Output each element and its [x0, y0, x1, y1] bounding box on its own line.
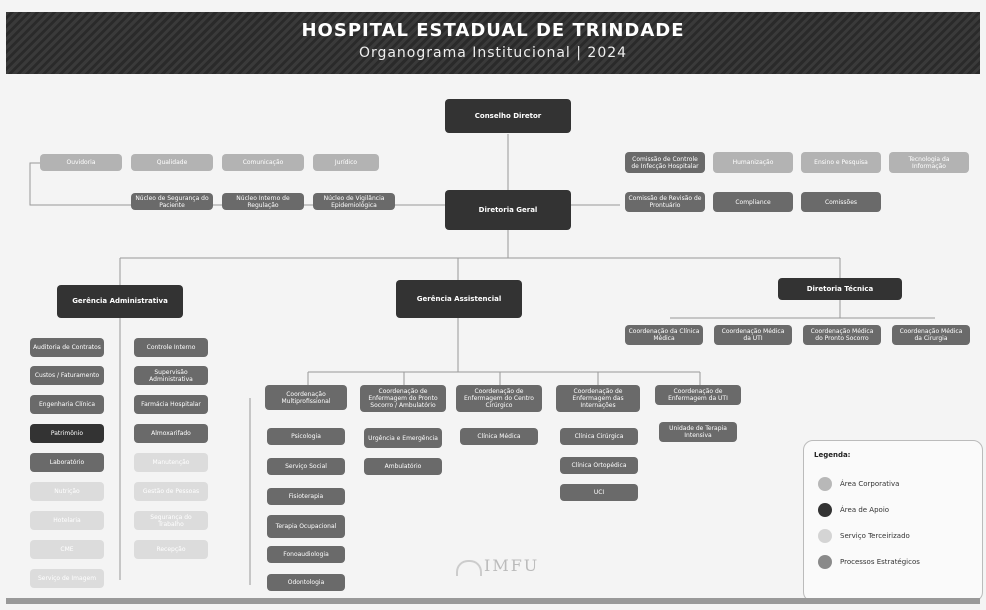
node-assist-0-5[interactable]: Fonoaudiologia [267, 546, 345, 563]
node-diretoria-tecnica[interactable]: Diretoria Técnica [778, 278, 902, 300]
logo-text: IMFU [484, 556, 540, 575]
node-assist-1-1[interactable]: Urgência e Emergência [364, 428, 442, 448]
node-revisao-prontuario[interactable]: Comissão de Revisão de Prontuário [625, 192, 705, 212]
node-qualidade[interactable]: Qualidade [131, 154, 213, 171]
node-adm-col1-3[interactable]: Patrimônio [30, 424, 104, 443]
node-assist-4-1[interactable]: Unidade de Terapia Intensiva [659, 422, 737, 442]
legend-swatch-icon [818, 477, 832, 491]
node-adm-col1-2[interactable]: Engenharia Clínica [30, 395, 104, 414]
bottom-bar [6, 598, 980, 604]
node-adm-col1-8[interactable]: Serviço de Imagem [30, 569, 104, 588]
node-adm-col2-7[interactable]: Recepção [134, 540, 208, 559]
node-assist-0-4[interactable]: Terapia Ocupacional [267, 515, 345, 538]
legend-title: Legenda: [814, 451, 851, 459]
node-assist-2-0[interactable]: Coordenação de Enfermagem do Centro Cirú… [456, 385, 542, 412]
legend-label: Serviço Terceirizado [840, 532, 910, 540]
page-title: HOSPITAL ESTADUAL DE TRINDADE [301, 20, 685, 41]
logo-icon [456, 560, 482, 576]
node-gerencia-administrativa[interactable]: Gerência Administrativa [57, 285, 183, 318]
legend-label: Área Corporativa [840, 480, 900, 488]
node-adm-col2-4[interactable]: Manutenção [134, 453, 208, 472]
node-assist-0-6[interactable]: Odontologia [267, 574, 345, 591]
node-assist-3-1[interactable]: Clínica Cirúrgica [560, 428, 638, 445]
node-nucleo-regulacao[interactable]: Núcleo Interno de Regulação [222, 193, 304, 210]
node-adm-col2-3[interactable]: Almoxarifado [134, 424, 208, 443]
node-assist-0-1[interactable]: Psicologia [267, 428, 345, 445]
node-adm-col2-0[interactable]: Controle Interno [134, 338, 208, 357]
node-nucleo-vigilancia[interactable]: Núcleo de Vigilância Epidemiológica [313, 193, 395, 210]
node-diretoria-geral[interactable]: Diretoria Geral [445, 190, 571, 230]
node-assist-3-3[interactable]: UCI [560, 484, 638, 501]
legend-swatch-icon [818, 555, 832, 569]
node-adm-col1-6[interactable]: Hotelaria [30, 511, 104, 530]
legend-item: Área Corporativa [818, 477, 899, 491]
node-assist-4-0[interactable]: Coordenação de Enfermagem da UTI [655, 385, 741, 405]
node-ouvidoria[interactable]: Ouvidoria [40, 154, 122, 171]
node-nucleo-seguranca[interactable]: Núcleo de Segurança do Paciente [131, 193, 213, 210]
node-tec-3[interactable]: Coordenação Médica da Cirurgia [892, 325, 970, 345]
legend-label: Área de Apoio [840, 506, 890, 514]
node-tec-2[interactable]: Coordenação Médica do Pronto Socorro [803, 325, 881, 345]
node-adm-col2-5[interactable]: Gestão de Pessoas [134, 482, 208, 501]
node-assist-0-2[interactable]: Serviço Social [267, 458, 345, 475]
node-juridico[interactable]: Jurídico [313, 154, 379, 171]
node-tec-1[interactable]: Coordenação Médica da UTI [714, 325, 792, 345]
node-conselho[interactable]: Conselho Diretor [445, 99, 571, 133]
node-adm-col2-6[interactable]: Segurança do Trabalho [134, 511, 208, 530]
node-ensino-pesquisa[interactable]: Ensino e Pesquisa [801, 152, 881, 173]
node-adm-col1-0[interactable]: Auditoria de Contratos [30, 338, 104, 357]
node-ccih[interactable]: Comissão de Controle de Infecção Hospita… [625, 152, 705, 173]
legend-swatch-icon [818, 529, 832, 543]
node-adm-col1-1[interactable]: Custos / Faturamento [30, 366, 104, 385]
node-humanizacao[interactable]: Humanização [713, 152, 793, 173]
node-tec-0[interactable]: Coordenação da Clínica Médica [625, 325, 703, 345]
legend-item: Área de Apoio [818, 503, 889, 517]
legend-item: Serviço Terceirizado [818, 529, 910, 543]
node-gerencia-assistencial[interactable]: Gerência Assistencial [396, 280, 522, 318]
node-assist-0-3[interactable]: Fisioterapia [267, 488, 345, 505]
node-ti[interactable]: Tecnologia da Informação [889, 152, 969, 173]
node-comunicacao[interactable]: Comunicação [222, 154, 304, 171]
node-assist-1-0[interactable]: Coordenação de Enfermagem do Pronto Soco… [360, 385, 446, 412]
node-compliance[interactable]: Compliance [713, 192, 793, 212]
legend: Legenda: Área Corporativa Área de Apoio … [803, 440, 983, 602]
node-assist-0-0[interactable]: Coordenação Multiprofissional [265, 385, 347, 410]
node-assist-2-1[interactable]: Clínica Médica [460, 428, 538, 445]
node-comissoes[interactable]: Comissões [801, 192, 881, 212]
node-adm-col2-2[interactable]: Farmácia Hospitalar [134, 395, 208, 414]
legend-item: Processos Estratégicos [818, 555, 920, 569]
node-adm-col2-1[interactable]: Supervisão Administrativa [134, 366, 208, 385]
header-banner: HOSPITAL ESTADUAL DE TRINDADE Organogram… [6, 12, 980, 74]
page-subtitle: Organograma Institucional | 2024 [358, 45, 628, 61]
node-adm-col1-7[interactable]: CME [30, 540, 104, 559]
node-adm-col1-4[interactable]: Laboratório [30, 453, 104, 472]
legend-swatch-icon [818, 503, 832, 517]
node-assist-3-0[interactable]: Coordenação de Enfermagem das Internaçõe… [556, 385, 640, 412]
node-adm-col1-5[interactable]: Nutrição [30, 482, 104, 501]
legend-label: Processos Estratégicos [840, 558, 920, 566]
node-assist-1-2[interactable]: Ambulatório [364, 458, 442, 475]
node-assist-3-2[interactable]: Clínica Ortopédica [560, 457, 638, 474]
